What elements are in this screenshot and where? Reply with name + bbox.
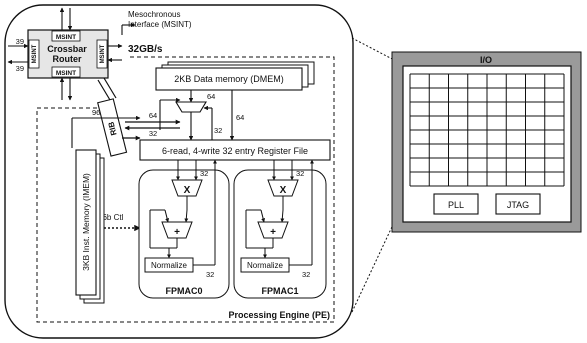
fpmac1-name: FPMAC1 — [261, 286, 298, 296]
rib-label: RIB — [106, 121, 118, 137]
interface-label-line1: Mesochronous — [128, 10, 180, 19]
fpmac1-bus-out: 32 — [302, 270, 310, 279]
dmem-label: 2KB Data memory (DMEM) — [174, 74, 284, 84]
io-panel: I/O PLL JTAG — [391, 51, 582, 233]
msint-top — [51, 30, 81, 42]
imem-links — [71, 115, 141, 148]
io-tile-grid — [409, 73, 565, 187]
dmem: 2KB Data memory (DMEM) — [155, 61, 315, 91]
pll-label: PLL — [448, 200, 464, 210]
bus-width-left-in: 39 — [16, 37, 24, 46]
fpmac0-name: FPMAC0 — [165, 286, 202, 296]
fpmac0-adder — [161, 221, 193, 239]
fpmac1: X + Normalize 32 32 FPMAC1 — [233, 159, 327, 299]
msint-right-label: MSINT — [100, 44, 106, 63]
msint-left — [28, 39, 40, 69]
bus-64-rib: 64 — [149, 111, 157, 120]
msint-right — [96, 39, 108, 69]
msint-top-label: MSINT — [56, 34, 76, 41]
bus-32-mux: 32 — [214, 126, 222, 135]
control-label: 96b Ctl — [98, 213, 124, 222]
router-ports — [7, 7, 136, 101]
fpmac1-bus-in: 32 — [296, 169, 304, 178]
bus-32-rib: 32 — [149, 129, 157, 138]
fpmac0-bus-out: 32 — [206, 270, 214, 279]
imem: 3KB Inst. Memory (IMEM) — [75, 149, 105, 304]
fpmac1-normalize-label: Normalize — [247, 261, 284, 270]
fpmac0-add-symbol: + — [174, 227, 180, 238]
interface-label-line2: Interface (MSINT) — [128, 20, 192, 29]
pe-label: Processing Engine (PE) — [228, 310, 330, 320]
pe-boundary — [36, 56, 335, 323]
bus-64-mux: 64 — [207, 92, 215, 101]
rib-links — [97, 77, 181, 141]
fpmac1-mult-symbol: X — [280, 185, 287, 196]
fpmac0: X + Normalize 32 32 FPMAC0 — [138, 159, 230, 299]
crossbar-router: MSINT MSINT MSINT MSINT Crossbar Router — [27, 29, 109, 79]
router-title-line2: Router — [53, 54, 82, 64]
bus-96: 96 — [92, 108, 100, 117]
regfile-label: 6-read, 4-write 32 entry Register File — [162, 146, 308, 156]
pll-block — [433, 193, 479, 215]
msint-bottom-label: MSINT — [56, 70, 76, 77]
fpmac1-add-symbol: + — [270, 227, 276, 238]
zoom-line-bottom — [351, 213, 399, 313]
io-title: I/O — [480, 55, 492, 65]
fpmac0-bus-in: 32 — [200, 169, 208, 178]
bus-64-dmem: 64 — [236, 113, 244, 122]
fpmac0-multiplier — [171, 179, 203, 197]
zoom-line-top — [351, 37, 399, 63]
register-file: 6-read, 4-write 32 entry Register File — [139, 139, 331, 161]
jtag-label: JTAG — [507, 200, 529, 210]
operand-mux — [175, 101, 207, 113]
dmem-buses — [159, 90, 235, 141]
bandwidth-label: 32GB/s — [128, 44, 163, 55]
tile-boundary — [4, 4, 354, 339]
fpmac1-multiplier — [267, 179, 299, 197]
router-title-line1: Crossbar — [47, 44, 87, 54]
bus-width-left-out: 39 — [16, 64, 24, 73]
fpmac0-normalize-label: Normalize — [151, 261, 188, 270]
jtag-block — [495, 193, 541, 215]
fpmac0-mult-symbol: X — [184, 185, 191, 196]
msint-bottom — [51, 66, 81, 78]
imem-label: 3KB Inst. Memory (IMEM) — [81, 173, 91, 271]
fpmac1-adder — [257, 221, 289, 239]
msint-left-label: MSINT — [32, 44, 38, 63]
rib-block: RIB — [97, 98, 128, 157]
